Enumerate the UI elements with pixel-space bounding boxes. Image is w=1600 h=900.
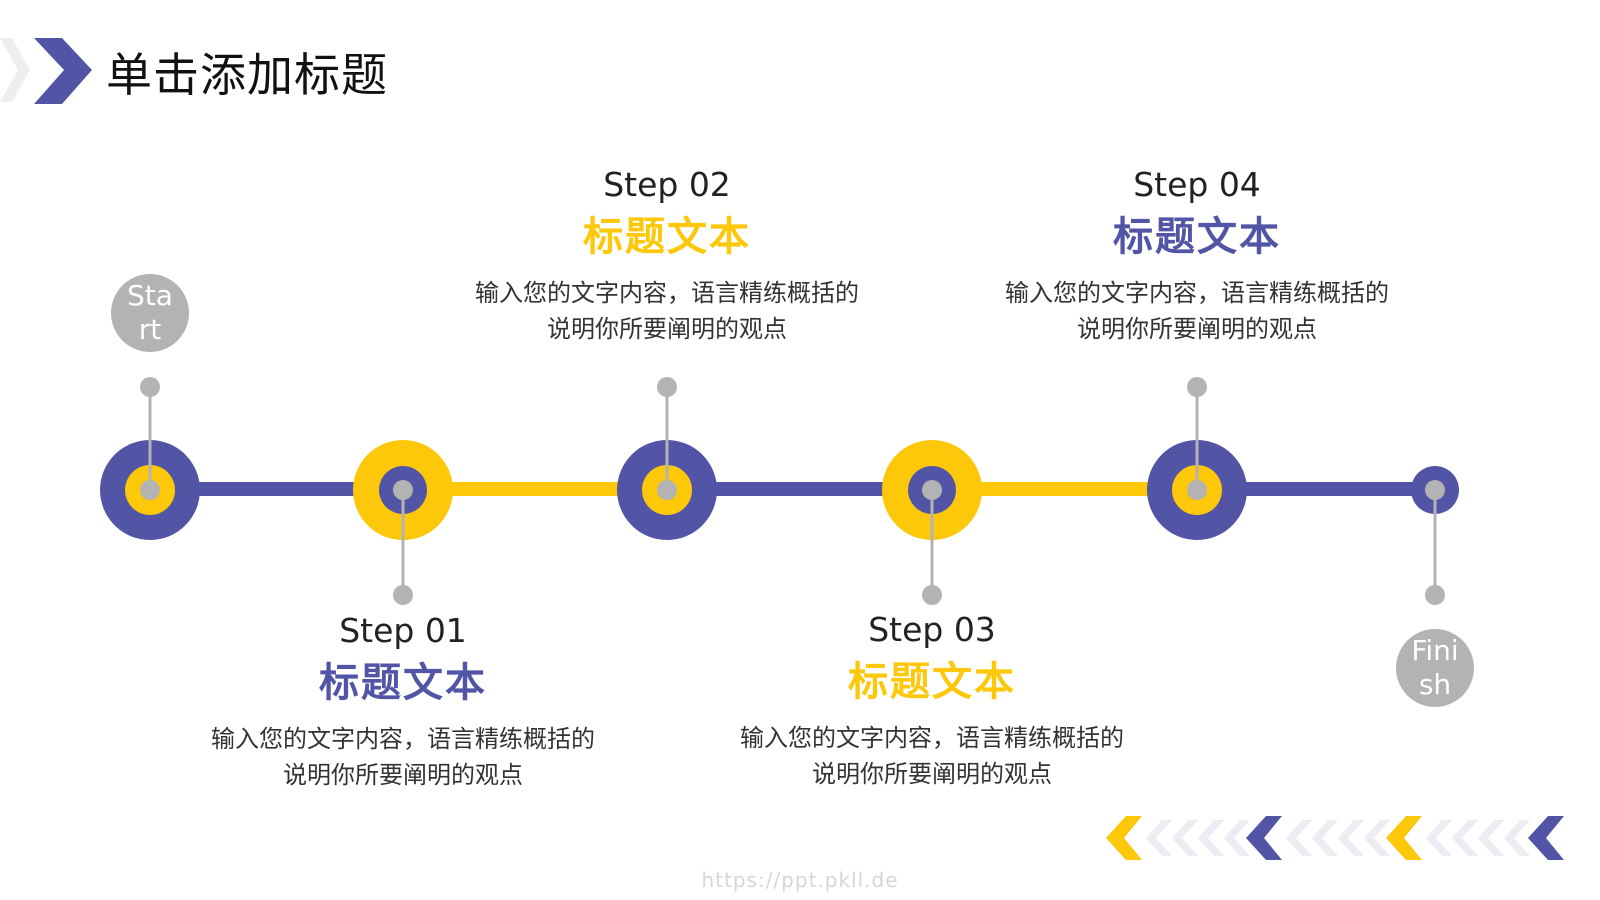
step-02-block[interactable]: Step 02 标题文本 输入您的文字内容，语言精练概括的 说明你所要阐明的观点 [437,165,897,347]
step-description-line2: 说明你所要阐明的观点 [1077,315,1317,343]
start-label-line1: Sta [127,279,173,312]
line-segment-3 [665,482,930,496]
step-description: 输入您的文字内容，语言精练概括的 说明你所要阐明的观点 [702,720,1162,792]
line-segment-5 [1195,482,1435,496]
step-03-block[interactable]: Step 03 标题文本 输入您的文字内容，语言精练概括的 说明你所要阐明的观点 [702,610,1162,792]
step-01-block[interactable]: Step 01 标题文本 输入您的文字内容，语言精练概括的 说明你所要阐明的观点 [173,611,633,793]
slide-title[interactable]: 单击添加标题 [106,48,388,102]
finish-label-line2: sh [1418,668,1452,701]
start-label-line2: rt [138,313,162,346]
step-heading: 标题文本 [583,214,751,260]
step-heading: 标题文本 [1113,214,1281,260]
connector-pins [148,387,1437,595]
finish-marker: Fini sh [1396,629,1474,707]
step-label: Step 03 [868,610,996,649]
footer-watermark-url: https://ppt.pkll.de [701,868,899,892]
step-description-line2: 说明你所要阐明的观点 [812,760,1052,788]
line-segment-2 [400,482,665,496]
step-description-line1: 输入您的文字内容，语言精练概括的 [211,725,595,753]
step-description-line1: 输入您的文字内容，语言精练概括的 [1005,279,1389,307]
line-segment-1 [150,482,400,496]
line-segment-4 [930,482,1195,496]
finish-label-line1: Fini [1411,634,1459,667]
step-description-line2: 说明你所要阐明的观点 [547,315,787,343]
start-marker: Sta rt [111,274,189,352]
header-chevron-light [0,38,30,102]
step-description-line1: 输入您的文字内容，语言精练概括的 [740,724,1124,752]
step-label: Step 04 [1133,165,1261,204]
step-description: 输入您的文字内容，语言精练概括的 说明你所要阐明的观点 [967,275,1427,347]
header-chevron-icon [34,38,92,104]
step-label: Step 02 [603,165,731,204]
step-description-line2: 说明你所要阐明的观点 [283,761,523,789]
step-04-block[interactable]: Step 04 标题文本 输入您的文字内容，语言精练概括的 说明你所要阐明的观点 [967,165,1427,347]
step-heading: 标题文本 [848,659,1016,705]
step-description: 输入您的文字内容，语言精练概括的 说明你所要阐明的观点 [173,721,633,793]
connector-dots [140,377,1445,605]
footer-chevron-decoration [1106,816,1564,860]
step-description: 输入您的文字内容，语言精练概括的 说明你所要阐明的观点 [437,275,897,347]
step-description-line1: 输入您的文字内容，语言精练概括的 [475,279,859,307]
step-heading: 标题文本 [319,660,487,706]
step-label: Step 01 [339,611,467,650]
